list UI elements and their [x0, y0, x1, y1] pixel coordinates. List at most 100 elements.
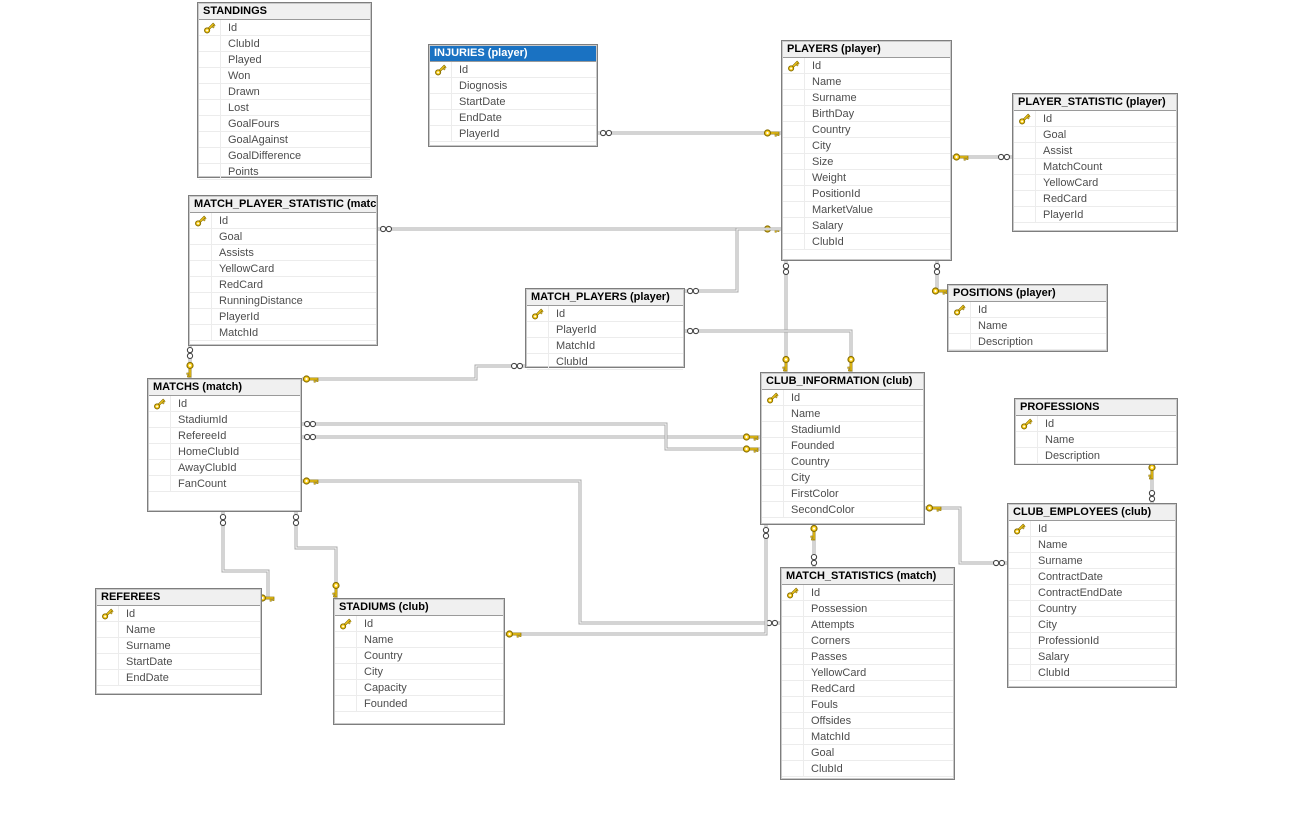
- column-row[interactable]: Country: [762, 454, 923, 470]
- table-header-standings[interactable]: STANDINGS: [199, 4, 370, 20]
- column-row[interactable]: Goal: [1014, 127, 1176, 143]
- column-row[interactable]: FanCount: [149, 476, 300, 492]
- column-row[interactable]: RunningDistance: [190, 293, 376, 309]
- column-row[interactable]: Corners: [782, 633, 953, 649]
- relationship-connector[interactable]: [186, 346, 194, 378]
- column-row[interactable]: Name: [335, 632, 503, 648]
- column-row[interactable]: MatchId: [527, 338, 683, 354]
- column-row[interactable]: GoalAgainst: [199, 132, 370, 148]
- column-row[interactable]: PositionId: [783, 186, 950, 202]
- column-row[interactable]: PlayerId: [190, 309, 376, 325]
- relationship-connector[interactable]: [685, 327, 855, 372]
- column-row[interactable]: PlayerId: [1014, 207, 1176, 223]
- column-row[interactable]: StadiumId: [762, 422, 923, 438]
- column-row[interactable]: Id: [527, 306, 683, 322]
- column-row[interactable]: Id: [335, 616, 503, 632]
- column-row[interactable]: Name: [762, 406, 923, 422]
- column-row[interactable]: Id: [783, 58, 950, 74]
- relationship-connector[interactable]: [598, 129, 781, 137]
- table-header-player_statistic[interactable]: PLAYER_STATISTIC (player): [1014, 95, 1176, 111]
- column-row[interactable]: Id: [1014, 111, 1176, 127]
- column-row[interactable]: Founded: [335, 696, 503, 712]
- column-row[interactable]: Capacity: [335, 680, 503, 696]
- column-row[interactable]: MarketValue: [783, 202, 950, 218]
- relationship-connector[interactable]: [302, 433, 760, 441]
- column-row[interactable]: MatchId: [190, 325, 376, 341]
- column-row[interactable]: AwayClubId: [149, 460, 300, 476]
- column-row[interactable]: Founded: [762, 438, 923, 454]
- column-row[interactable]: PlayerId: [430, 126, 596, 142]
- column-row[interactable]: SecondColor: [762, 502, 923, 518]
- column-row[interactable]: Id: [1016, 416, 1176, 432]
- column-row[interactable]: Assist: [1014, 143, 1176, 159]
- column-row[interactable]: Description: [949, 334, 1106, 350]
- column-row[interactable]: Possession: [782, 601, 953, 617]
- table-header-club_information[interactable]: CLUB_INFORMATION (club): [762, 374, 923, 390]
- relationship-connector[interactable]: [685, 227, 781, 295]
- column-row[interactable]: Id: [430, 62, 596, 78]
- column-row[interactable]: Description: [1016, 448, 1176, 464]
- table-header-stadiums[interactable]: STADIUMS (club): [335, 600, 503, 616]
- column-row[interactable]: BirthDay: [783, 106, 950, 122]
- column-row[interactable]: Country: [783, 122, 950, 138]
- column-row[interactable]: Country: [335, 648, 503, 664]
- table-header-match_players[interactable]: MATCH_PLAYERS (player): [527, 290, 683, 306]
- column-row[interactable]: Offsides: [782, 713, 953, 729]
- column-row[interactable]: Fouls: [782, 697, 953, 713]
- column-row[interactable]: City: [762, 470, 923, 486]
- table-header-referees[interactable]: REFEREES: [97, 590, 260, 606]
- relationship-connector[interactable]: [302, 477, 780, 627]
- relationship-connector[interactable]: [378, 225, 781, 233]
- column-row[interactable]: RefereeId: [149, 428, 300, 444]
- relationship-connector[interactable]: [1148, 463, 1156, 504]
- column-row[interactable]: Id: [762, 390, 923, 406]
- relationship-connector[interactable]: [505, 525, 770, 638]
- relationship-connector[interactable]: [931, 261, 948, 295]
- column-row[interactable]: Surname: [783, 90, 950, 106]
- column-row[interactable]: StartDate: [430, 94, 596, 110]
- column-row[interactable]: ContractEndDate: [1009, 585, 1175, 601]
- column-row[interactable]: YellowCard: [190, 261, 376, 277]
- relationship-connector[interactable]: [292, 512, 340, 598]
- column-row[interactable]: Passes: [782, 649, 953, 665]
- column-row[interactable]: Diognosis: [430, 78, 596, 94]
- column-row[interactable]: Lost: [199, 100, 370, 116]
- table-header-positions[interactable]: POSITIONS (player): [949, 286, 1106, 302]
- column-row[interactable]: GoalFours: [199, 116, 370, 132]
- column-row[interactable]: Goal: [782, 745, 953, 761]
- column-row[interactable]: City: [783, 138, 950, 154]
- column-row[interactable]: Points: [199, 164, 370, 180]
- column-row[interactable]: RedCard: [1014, 191, 1176, 207]
- column-row[interactable]: ClubId: [527, 354, 683, 370]
- column-row[interactable]: Name: [949, 318, 1106, 334]
- table-header-match_statistics[interactable]: MATCH_STATISTICS (match): [782, 569, 953, 585]
- column-row[interactable]: Weight: [783, 170, 950, 186]
- table-header-players[interactable]: PLAYERS (player): [783, 42, 950, 58]
- column-row[interactable]: MatchId: [782, 729, 953, 745]
- column-row[interactable]: Name: [1009, 537, 1175, 553]
- column-row[interactable]: Salary: [783, 218, 950, 234]
- column-row[interactable]: RedCard: [782, 681, 953, 697]
- column-row[interactable]: City: [1009, 617, 1175, 633]
- column-row[interactable]: Id: [199, 20, 370, 36]
- relationship-connector[interactable]: [925, 504, 1007, 567]
- column-row[interactable]: City: [335, 664, 503, 680]
- table-header-club_employees[interactable]: CLUB_EMPLOYEES (club): [1009, 505, 1175, 521]
- column-row[interactable]: YellowCard: [782, 665, 953, 681]
- table-header-professions[interactable]: PROFESSIONS: [1016, 400, 1176, 416]
- column-row[interactable]: YellowCard: [1014, 175, 1176, 191]
- column-row[interactable]: Id: [97, 606, 260, 622]
- column-row[interactable]: StadiumId: [149, 412, 300, 428]
- relationship-connector[interactable]: [302, 420, 760, 453]
- column-row[interactable]: ClubId: [1009, 665, 1175, 681]
